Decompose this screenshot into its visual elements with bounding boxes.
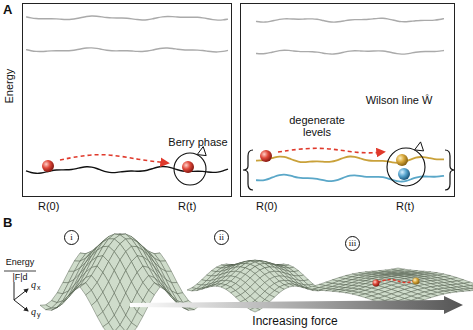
- energy-level: [26, 16, 228, 20]
- panel-number-text: i: [65, 231, 78, 244]
- axis-label: q: [31, 306, 36, 317]
- axis: [14, 289, 28, 300]
- energy-level: [256, 157, 444, 163]
- energy-level: [256, 175, 444, 182]
- annotation: Berry phase: [163, 136, 233, 148]
- annotation: degenerate levels: [286, 114, 348, 138]
- particle: [413, 278, 420, 285]
- energy-level: [256, 50, 444, 54]
- annotation: Wilson line Ŵ: [349, 94, 449, 106]
- mesh-cell: [183, 308, 194, 311]
- axis-label: Increasing force: [230, 315, 360, 328]
- axis-label: R(t): [396, 200, 414, 212]
- brace: [445, 150, 455, 190]
- particle: [260, 150, 272, 162]
- path-arrow: [60, 155, 168, 163]
- path-arrow: [278, 148, 384, 153]
- axis: [14, 300, 28, 311]
- axis-label: x: [37, 284, 41, 292]
- energy-level: [26, 48, 228, 52]
- mesh-cell: [63, 285, 74, 300]
- band-surface: [40, 234, 200, 330]
- mesh-cell: [103, 323, 114, 330]
- energy-level: [256, 18, 444, 22]
- panel-number: iii: [345, 236, 360, 251]
- axis: [14, 282, 15, 300]
- particle: [373, 280, 380, 287]
- mesh-cell: [166, 285, 177, 300]
- zoom-circle: [387, 148, 425, 186]
- axis-label: R(t): [178, 200, 196, 212]
- panel-frame: Berry phase: [22, 3, 232, 197]
- path-arrow: [378, 280, 414, 283]
- axis-label: R(0): [38, 200, 59, 212]
- panel-number: i: [64, 230, 79, 245]
- panel-letter: A: [3, 3, 12, 17]
- particle: [398, 168, 410, 180]
- brace: [243, 150, 253, 190]
- fraction-bar: [4, 271, 36, 272]
- axis-label: R(0): [256, 200, 277, 212]
- particle: [396, 154, 408, 166]
- mesh-cell: [126, 323, 137, 330]
- panel-letter: B: [3, 216, 12, 230]
- particle: [42, 160, 54, 172]
- axis-label: y: [37, 311, 41, 319]
- axis-label: Energy: [3, 63, 15, 109]
- panel-number-text: iii: [346, 237, 359, 250]
- energy-level: [26, 166, 228, 173]
- panel-number: ii: [214, 230, 229, 245]
- panel-b-art: [4, 234, 473, 330]
- zoom-circle: [174, 153, 206, 185]
- force-arrow: [130, 296, 463, 314]
- mesh-cell: [114, 325, 125, 330]
- zoom-tab: [415, 142, 424, 151]
- panel-number-text: ii: [215, 231, 228, 244]
- axis-label: Energy: [2, 258, 38, 268]
- mesh-cell: [46, 308, 57, 311]
- panel-frame: degenerate levelsWilson line Ŵ: [240, 3, 455, 197]
- axis-label: q: [31, 279, 36, 290]
- particle: [182, 161, 194, 173]
